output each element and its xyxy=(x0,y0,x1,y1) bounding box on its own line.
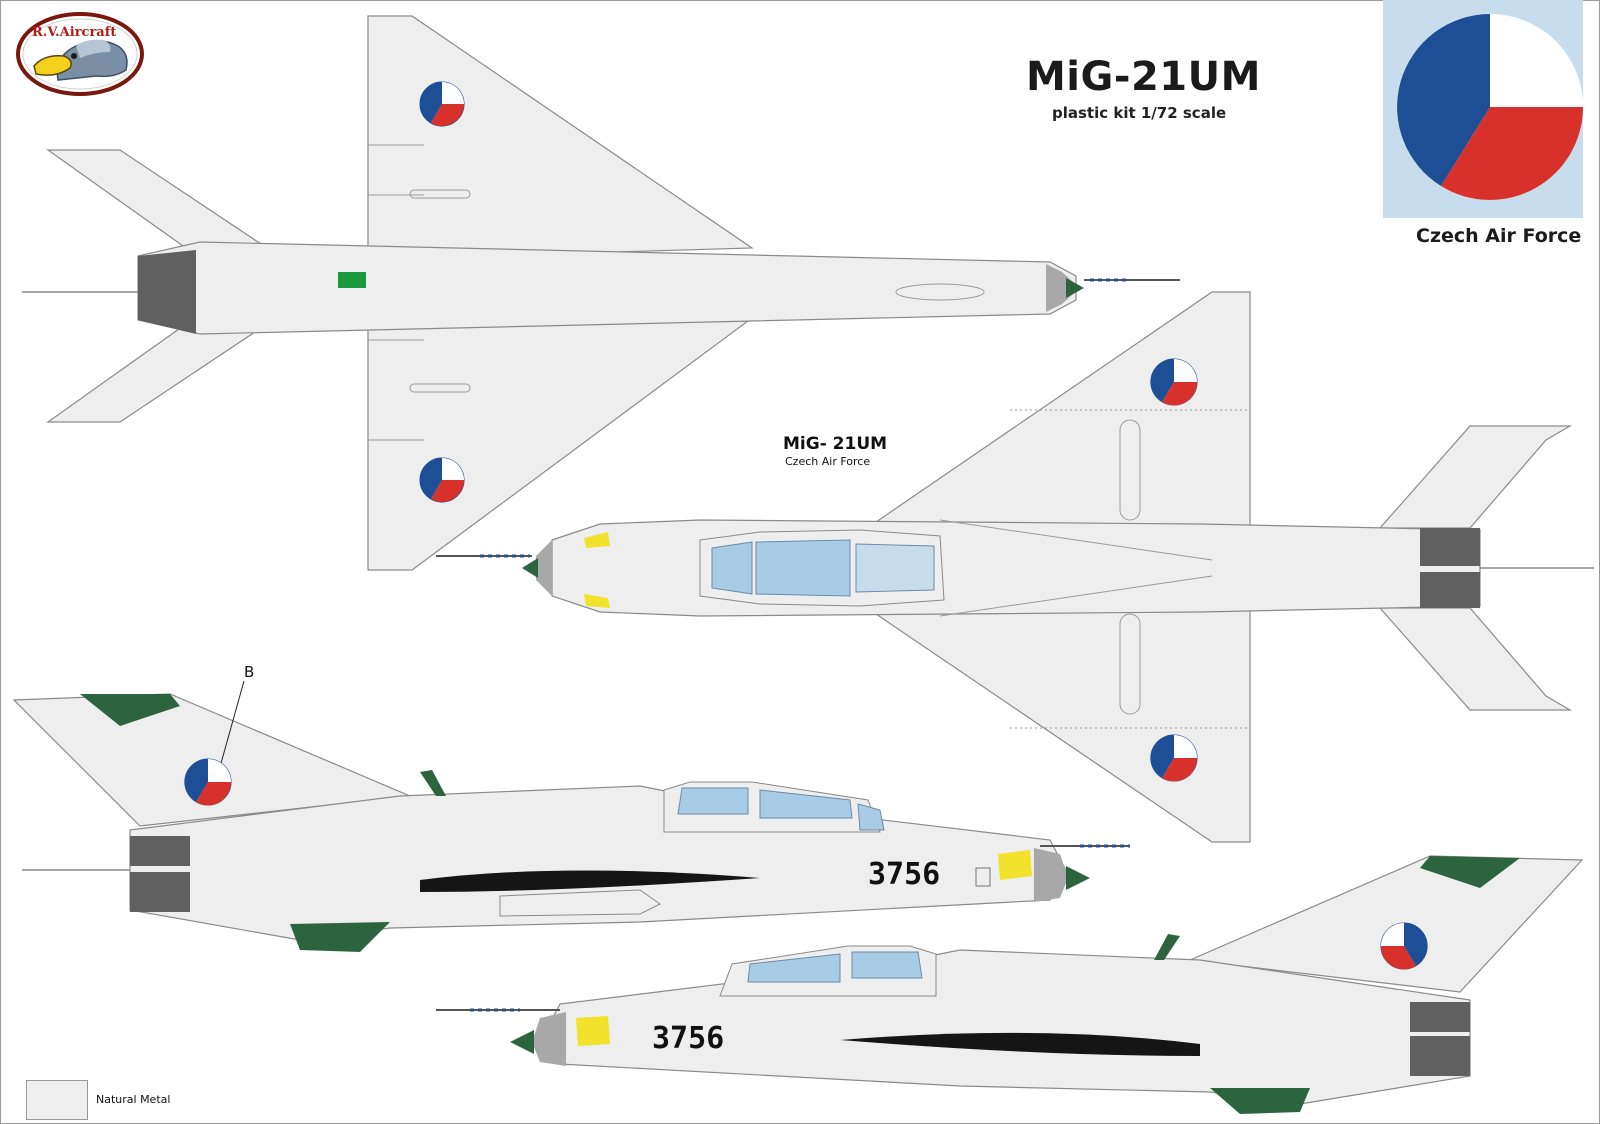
plan-green-panel xyxy=(338,272,366,288)
side-left-canopy-rear xyxy=(759,789,853,819)
roundel-caption: Czech Air Force xyxy=(1416,225,1582,247)
side-right-fin-tip xyxy=(1420,856,1520,888)
side-left-camel-decal xyxy=(998,850,1032,880)
top-view-caption: MiG- 21UM xyxy=(783,434,888,454)
side-right-nose-cone xyxy=(510,1030,534,1054)
czech-roundel-large xyxy=(1397,14,1583,200)
logo-text: R.V.Aircraft xyxy=(32,25,116,40)
roundel-panel xyxy=(1383,0,1583,218)
under-nose-cone xyxy=(522,558,538,578)
side-left-fin-tip xyxy=(80,694,180,726)
under-stabilizer-lower xyxy=(1378,607,1573,711)
plan-nose-cone xyxy=(1066,278,1084,298)
side-right-serial: 3756 xyxy=(652,1021,724,1056)
page-title: MiG-21UM xyxy=(1026,54,1261,100)
side-right-canopy-front xyxy=(851,951,923,979)
under-camel-decal-bottom xyxy=(584,594,610,608)
side-left-serial: 3756 xyxy=(868,857,940,892)
publisher-logo: R.V.Aircraft xyxy=(16,12,144,96)
side-left-wing-root xyxy=(420,870,760,892)
top-view-subcaption: Czech Air Force xyxy=(785,455,871,468)
under-canopy-rear xyxy=(755,539,851,597)
legend-label: Natural Metal xyxy=(96,1093,171,1106)
page-subtitle: plastic kit 1/72 scale xyxy=(1052,104,1227,122)
side-right-canopy-rear xyxy=(747,953,841,983)
under-stabilizer-upper xyxy=(1378,425,1573,529)
under-exhaust-lower xyxy=(1420,572,1480,608)
callout-marker: B xyxy=(244,663,255,681)
side-left-canopy-front xyxy=(677,787,749,815)
under-camel-decal-top xyxy=(584,532,610,548)
side-right-wing-root xyxy=(840,1032,1200,1056)
side-right-camel-decal xyxy=(576,1016,610,1046)
under-canopy-front xyxy=(711,541,753,595)
side-right-ventral-fin xyxy=(1210,1088,1310,1114)
side-right-roundel xyxy=(1380,922,1429,970)
plan-nose-ring xyxy=(1046,264,1080,312)
legend-swatch-natural-metal xyxy=(26,1080,88,1120)
plan-exhaust xyxy=(138,250,196,334)
under-exhaust-upper xyxy=(1420,528,1480,566)
side-left-ventral-fin xyxy=(290,922,390,952)
side-left-nose-cone xyxy=(1066,866,1090,890)
